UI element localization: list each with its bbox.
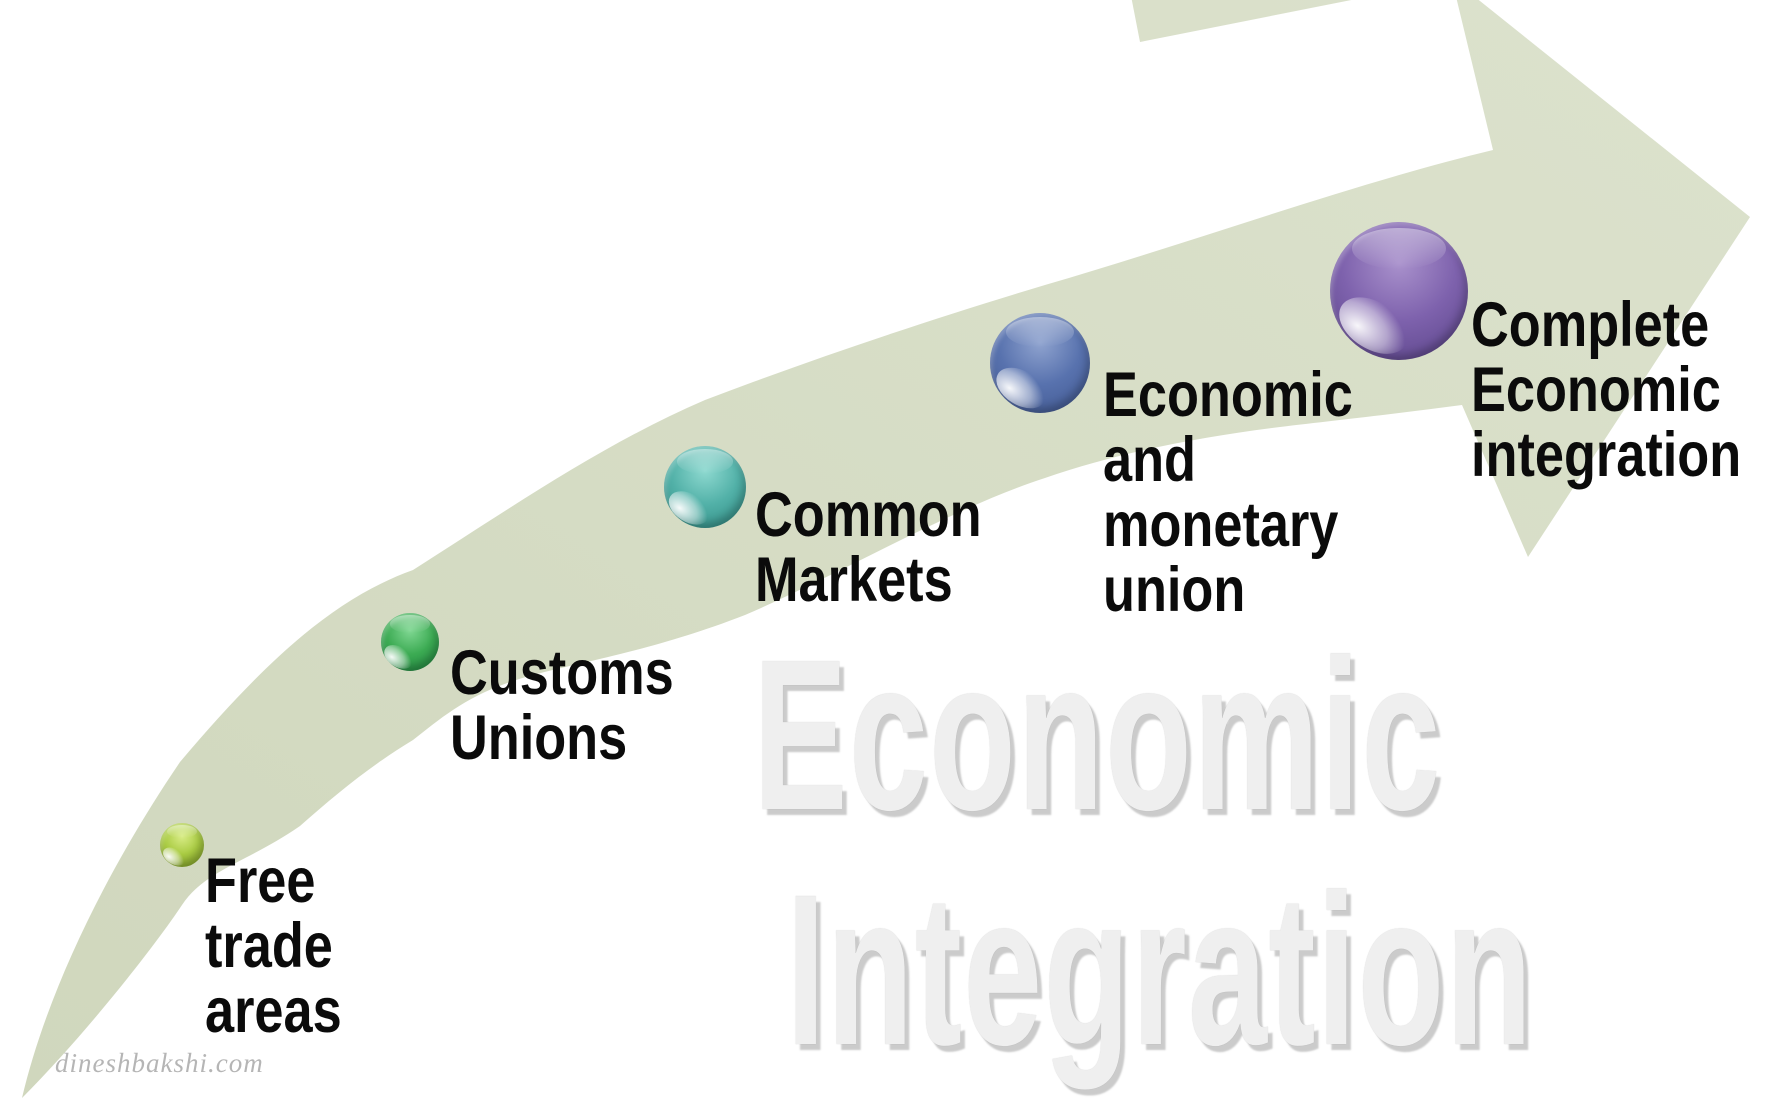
stage-marker-free-trade-areas [160, 823, 204, 867]
stage-label-customs-unions: Customs Unions [450, 638, 674, 773]
stage-label-common-markets: Common Markets [755, 480, 982, 615]
swoosh-arrow-shape [22, 0, 1750, 1098]
site-watermark: dineshbakshi.com [55, 1048, 264, 1078]
watermark-economic: Economic [753, 614, 1442, 855]
stage-marker-economic-monetary-union [990, 313, 1090, 413]
stage-marker-complete-economic-integration [1330, 222, 1468, 360]
stage-label-complete-economic-integration: Complete Economic integration [1471, 290, 1742, 490]
watermark-integration: Integration [786, 849, 1534, 1090]
stage-marker-common-markets [664, 446, 746, 528]
stage-label-free-trade-areas: Free trade areas [205, 846, 342, 1046]
stage-label-economic-monetary-union: Economic and monetary union [1103, 360, 1353, 625]
stage-marker-customs-unions [381, 613, 439, 671]
